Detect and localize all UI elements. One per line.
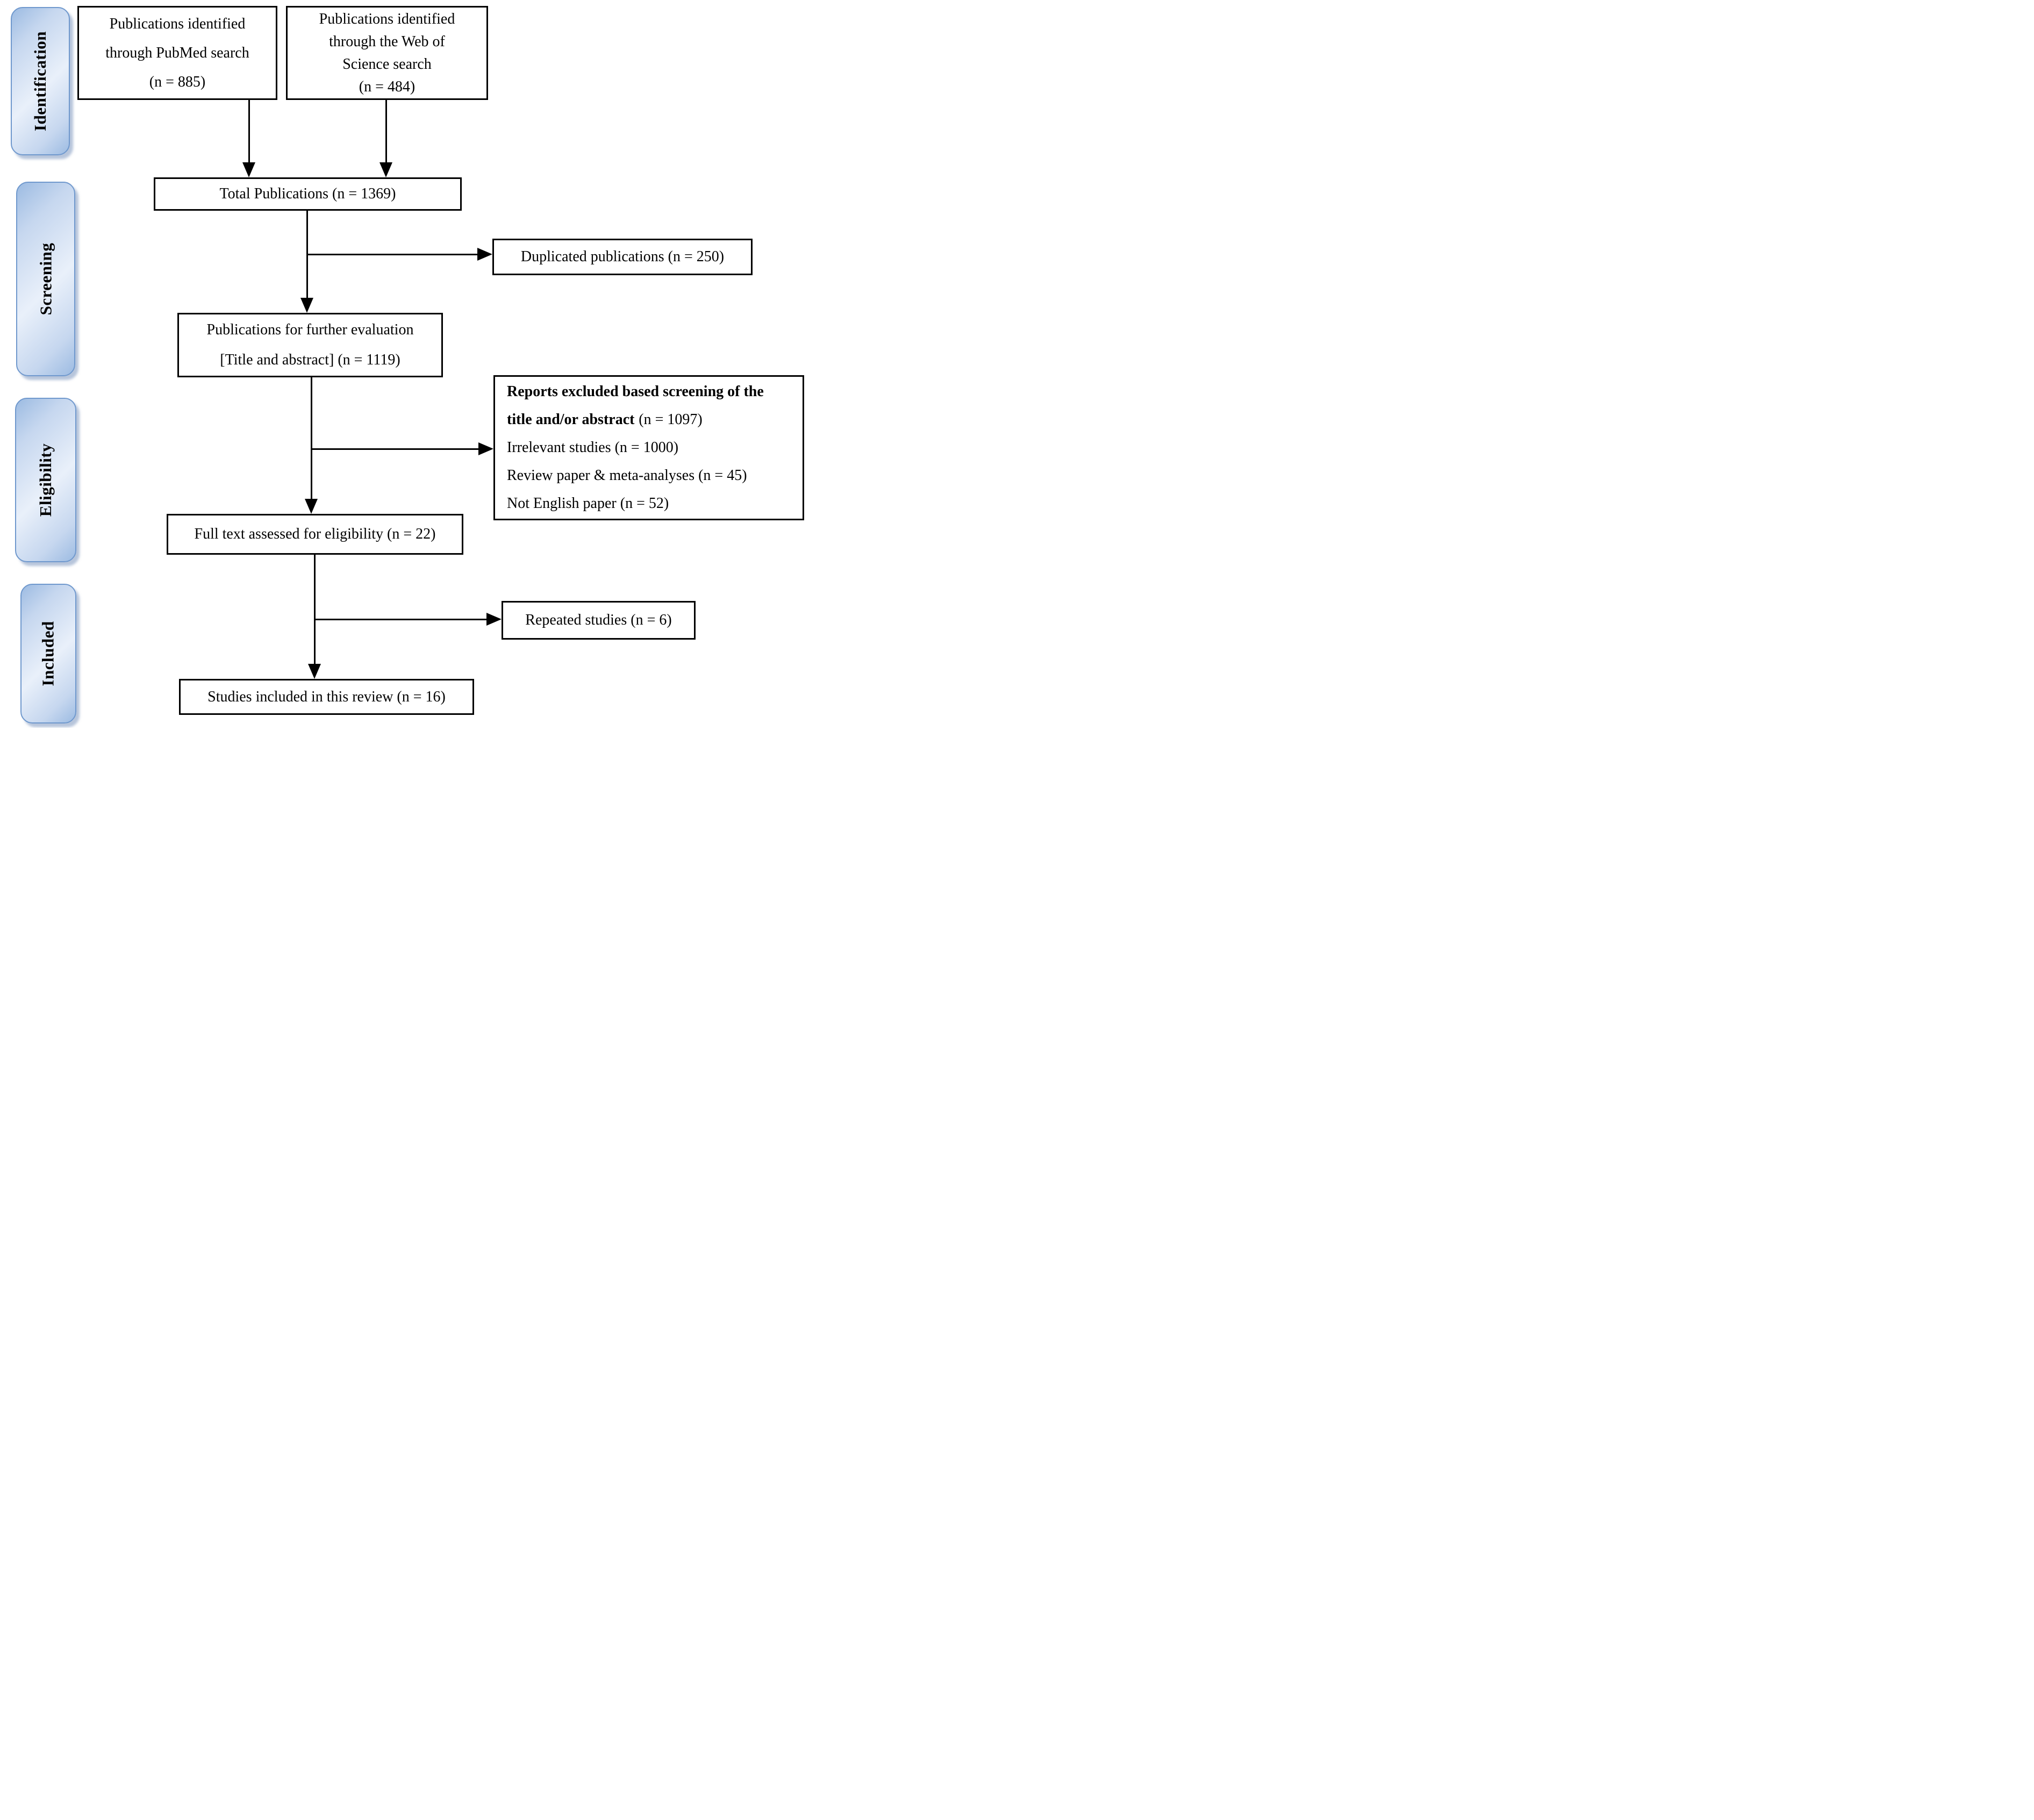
connector-fulltext-to-repeated-line [314, 619, 486, 620]
box-wos-line-1: Publications identified [319, 10, 455, 27]
box-wos-line-4: (n = 484) [359, 78, 416, 95]
box-total-publications-text: Total Publications (n = 1369) [219, 185, 396, 203]
box-pubmed-line-3: (n = 885) [149, 73, 206, 90]
reports-excluded-count: (n = 1097) [639, 411, 703, 428]
box-repeated-studies-text: Repeated studies (n = 6) [525, 612, 672, 629]
box-further-evaluation-line-2: [Title and abstract] (n = 1119) [220, 352, 400, 368]
box-further-evaluation-line-1: Publications for further evaluation [206, 321, 414, 338]
connector-pubmed-to-total-line [248, 100, 250, 162]
stage-eligibility-label: Eligibility [36, 443, 55, 517]
arrowhead-fulltext-to-included-icon [308, 664, 321, 679]
reports-excluded-heading-bold-2: title and/or abstract [507, 411, 635, 428]
connector-further-to-excluded-line [311, 448, 478, 450]
box-wos-line-2: through the Web of [329, 33, 445, 50]
stage-included: Included [20, 584, 76, 723]
arrowhead-wos-to-total-icon [379, 162, 392, 177]
box-full-text-assessed: Full text assessed for eligibility (n = … [167, 514, 463, 555]
connector-wos-to-total-line [385, 100, 387, 162]
box-wos-line-3: Science search [342, 55, 432, 73]
prisma-flow-diagram: Identification Screening Eligibility Inc… [0, 0, 814, 728]
arrowhead-further-to-fulltext-icon [305, 499, 318, 514]
reports-excluded-heading-line-2: title and/or abstract(n = 1097) [507, 406, 797, 434]
stage-identification: Identification [11, 7, 70, 155]
box-studies-included-text: Studies included in this review (n = 16) [207, 688, 446, 705]
box-full-text-assessed-text: Full text assessed for eligibility (n = … [194, 526, 436, 543]
box-pubmed-line-2: through PubMed search [105, 44, 249, 61]
connector-total-to-duplicated-line [306, 254, 477, 255]
box-pubmed-identified: Publications identified through PubMed s… [77, 6, 277, 100]
arrowhead-pubmed-to-total-icon [242, 162, 255, 177]
box-reports-excluded: Reports excluded based screening of the … [493, 375, 804, 520]
stage-identification-label: Identification [31, 31, 49, 132]
box-further-evaluation: Publications for further evaluation [Tit… [177, 313, 443, 377]
box-total-publications: Total Publications (n = 1369) [154, 177, 462, 211]
box-repeated-studies: Repeated studies (n = 6) [502, 601, 696, 640]
stage-screening: Screening [16, 182, 75, 376]
box-pubmed-line-1: Publications identified [109, 15, 246, 32]
connector-fulltext-to-included-line [314, 555, 316, 664]
arrowhead-total-to-duplicated-icon [477, 248, 492, 261]
box-duplicated-publications: Duplicated publications (n = 250) [492, 239, 753, 275]
stage-screening-label: Screening [36, 242, 55, 316]
reports-excluded-item-irrelevant: Irrelevant studies (n = 1000) [507, 439, 679, 456]
box-web-of-science-identified: Publications identified through the Web … [286, 6, 488, 100]
stage-included-label: Included [39, 621, 58, 686]
arrowhead-total-to-further-icon [300, 298, 313, 313]
reports-excluded-heading-bold-1: Reports excluded based screening of the [507, 383, 764, 400]
reports-excluded-item-not-english: Not English paper (n = 52) [507, 495, 669, 512]
reports-excluded-heading-line-1: Reports excluded based screening of the [507, 378, 797, 406]
reports-excluded-item-review-meta: Review paper & meta-analyses (n = 45) [507, 467, 747, 484]
connector-further-to-fulltext-line [311, 377, 312, 499]
arrowhead-further-to-excluded-icon [478, 442, 493, 455]
box-duplicated-publications-text: Duplicated publications (n = 250) [520, 248, 725, 266]
box-studies-included: Studies included in this review (n = 16) [179, 679, 474, 715]
arrowhead-fulltext-to-repeated-icon [486, 613, 502, 626]
stage-eligibility: Eligibility [15, 398, 76, 562]
